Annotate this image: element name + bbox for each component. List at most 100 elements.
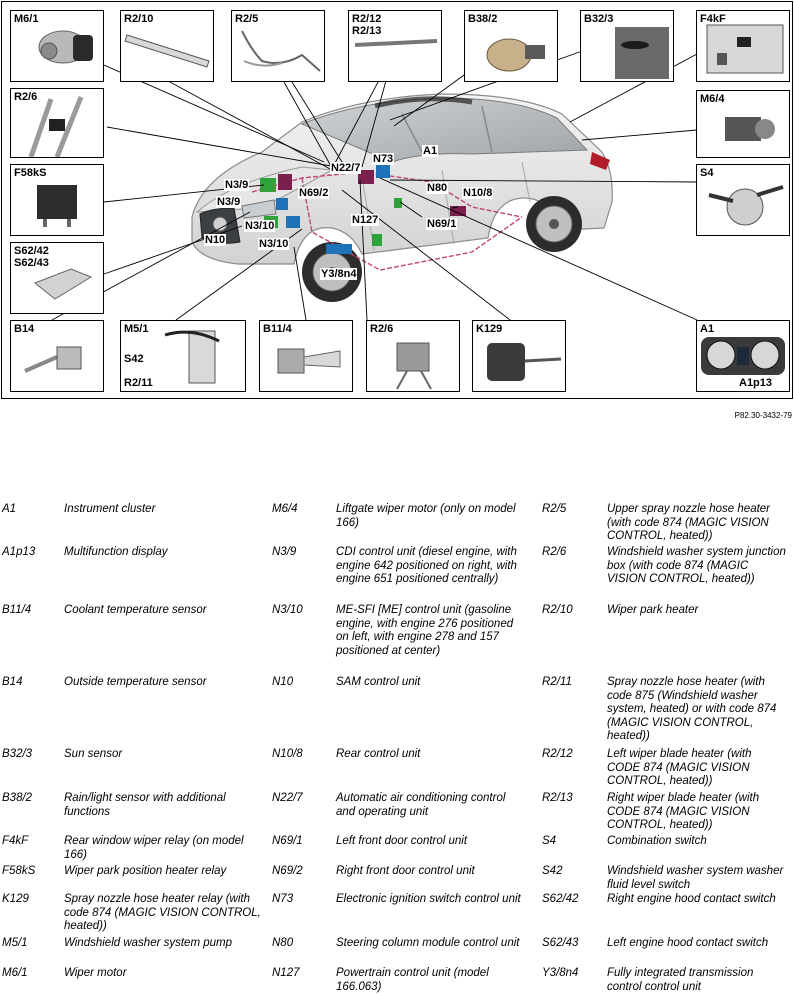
junction-box-image [396,342,432,390]
legend-description: Right wiper blade heater (with CODE 874 … [607,792,760,831]
callout-b38-2: B38/2 [464,10,558,82]
callout-r2-6-top: R2/6 [10,88,104,158]
label-n10-8: N10/8 [462,187,494,199]
legend-code: N73 [272,893,294,905]
legend-code: N22/7 [272,792,303,804]
callout-f4kf: F4kF [696,10,790,82]
legend-description: Combination switch [607,835,707,847]
wiper-park-heater-image [124,34,210,68]
legend-description: Windshield washer system pump [64,937,232,949]
coolant-temperature-sensor-image [277,348,341,374]
legend-description: Powertrain control unit (model 166.063) [336,967,489,993]
legend-description: Fully integrated transmission control co… [607,967,754,993]
legend-code: Y3/8n4 [542,967,579,979]
spray-nozzle-relay-image [487,343,562,381]
legend-code: S42 [542,865,563,877]
callout-m6-4: M6/4 [696,90,790,158]
label-n3-9-a: N3/9 [224,179,250,191]
label-n69-2: N69/2 [298,187,330,199]
legend-description: ME-SFI [ME] control unit (gasoline engin… [336,604,514,657]
legend-code: N127 [272,967,300,979]
label-y3-8n4: Y3/8n4 [320,268,358,280]
legend-code: N3/10 [272,604,303,616]
legend-description: Right front door control unit [336,865,475,877]
rain-light-sensor-image [486,38,545,72]
legend-code: F4kF [2,835,29,847]
legend-code: N3/9 [272,546,297,558]
legend-description: Rain/light sensor with additional functi… [64,792,226,818]
label-n73: N73 [372,153,395,165]
legend-description: Electronic ignition switch control unit [336,893,521,905]
figure-reference: P82.30-3432-79 [734,411,792,420]
callout-m5-1-s42-r2-11: M5/1 S42 R2/11 [120,320,246,392]
callout-b32-3: B32/3 [580,10,674,82]
legend-description: Multifunction display [64,546,168,558]
legend-description: Liftgate wiper motor (only on model 166) [336,503,516,529]
label-n10: N10 [204,234,227,246]
legend-description: Left front door control unit [336,835,468,847]
label-n80: N80 [426,182,449,194]
legend-code: M6/1 [2,967,28,979]
hood-contact-switch-image [34,268,93,300]
legend-description: Wiper motor [64,967,127,979]
legend-code: R2/10 [542,604,573,616]
legend-description: Steering column module control unit [336,937,520,949]
rear-wheel [526,196,582,252]
washer-pump-image [164,330,220,384]
outside-temperature-sensor-image [24,346,82,373]
legend-description: Sun sensor [64,748,123,760]
label-n22-7: N22/7 [330,162,362,174]
legend-description: SAM control unit [336,676,421,688]
component-location-diagram: M6/1 R2/10 R2/5 R2/12 R2/13 B38/2 [1,1,793,399]
callout-b14: B14 [10,320,104,392]
wiper-motor-image [38,30,93,64]
legend-description: Automatic air conditioning control and o… [336,792,506,818]
legend-code: K129 [2,893,29,905]
callout-s62-42-s62-43: S62/42 S62/43 [10,242,104,314]
legend-description: Coolant temperature sensor [64,604,207,616]
legend-code: A1 [2,503,17,515]
instrument-cluster-image [701,337,785,375]
legend-code: R2/5 [542,503,567,515]
legend-description: Right engine hood contact switch [607,893,776,905]
callout-m6-1: M6/1 [10,10,104,82]
legend-code: N10/8 [272,748,303,760]
callout-f58ks: F58kS [10,164,104,236]
legend-code: B32/3 [2,748,33,760]
legend-code: S62/43 [542,937,579,949]
car-body [191,93,613,302]
label-n3-10-a: N3/10 [244,220,276,232]
legend-code: R2/11 [542,676,572,688]
callout-a1: A1 A1p13 [696,320,790,392]
legend-description: Rear window wiper relay (on model 166) [64,835,244,861]
callout-k129: K129 [472,320,566,392]
label-n3-10-b: N3/10 [258,238,290,250]
legend-description: Windshield washer system junction box (w… [607,546,786,585]
callout-r2-6-bottom: R2/6 [366,320,460,392]
liftgate-wiper-motor-image [725,117,775,141]
legend-description: Instrument cluster [64,503,156,515]
callout-s4: S4 [696,164,790,236]
legend-description: Outside temperature sensor [64,676,207,688]
legend-code: B14 [2,676,23,688]
legend-code: B11/4 [2,604,32,616]
legend-code: R2/6 [542,546,567,558]
legend-description: Wiper park heater [607,604,699,616]
callout-r2-5: R2/5 [231,10,325,82]
legend-code: N10 [272,676,294,688]
legend-code: R2/13 [542,792,573,804]
legend-description: Spray nozzle hose heater (with code 875 … [607,676,777,742]
label-a1-car: A1 [422,145,439,157]
rear-window-wiper-relay-image [706,24,784,74]
wiper-park-heater-relay-image [37,185,77,227]
legend-code: N69/2 [272,865,303,877]
sun-sensor-image [615,27,669,79]
legend-description: CDI control unit (diesel engine, with en… [336,546,517,585]
legend-code: M5/1 [2,937,28,949]
legend-code: N80 [272,937,294,949]
legend-description: Windshield washer system washer fluid le… [607,865,784,891]
legend-code: F58kS [2,865,36,877]
legend-code: N69/1 [272,835,303,847]
legend-code: B38/2 [2,792,33,804]
